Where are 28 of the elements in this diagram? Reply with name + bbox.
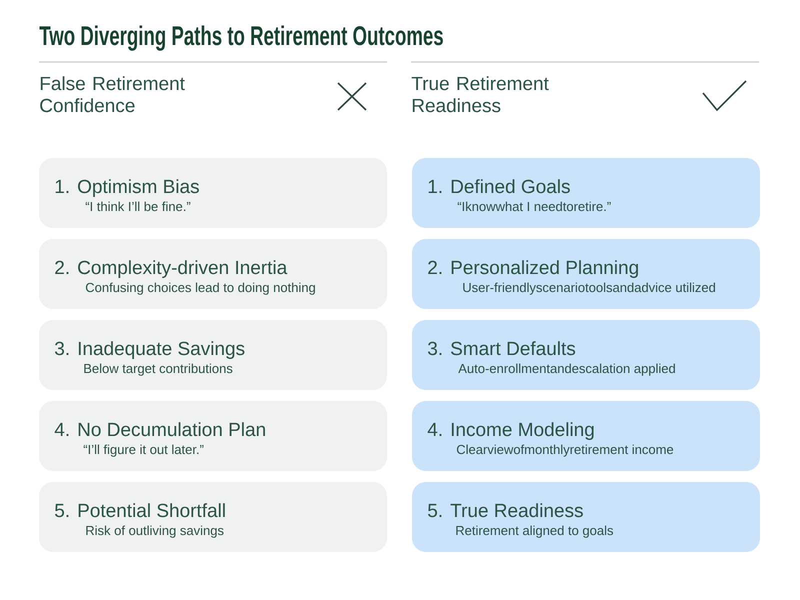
card — [412, 320, 760, 390]
card-title: 5. Potential Shortfall — [55, 503, 225, 518]
card — [412, 239, 760, 309]
card-text: User-friendlyscenariotoolsandadvice utilized — [463, 282, 715, 295]
card-title: 3. Smart Defaults — [428, 341, 576, 356]
card-title: 1. Optimism Bias — [56, 179, 199, 197]
card-title: 3. Inadequate Savings — [55, 341, 244, 359]
card-title: 4. Income Modeling — [428, 422, 594, 440]
card-text: Clearviewofmonthlyretirement income — [456, 444, 674, 457]
card-title: 4. No Decumulation Plan — [54, 422, 265, 436]
card-text: Below target contributions — [84, 364, 232, 376]
card-title: 5. True Readiness — [428, 503, 583, 518]
column-heading: False Retirement Confidence — [40, 76, 185, 112]
card-text: “Iknowwhat I needtoretire.” — [458, 202, 611, 212]
card — [412, 482, 760, 552]
card-text: “I’ll figure it out later.” — [84, 444, 204, 457]
card-text: Retirement aligned to goals — [456, 526, 614, 538]
card — [412, 401, 760, 471]
card-title: 2. Complexity-driven Inertia — [55, 260, 288, 278]
card-title: 1. Defined Goals — [428, 179, 570, 194]
card — [412, 158, 760, 228]
title: Two Diverging Paths to Retirement Outcomes — [39, 25, 443, 51]
card-text: Auto-enrollmentandescalation applied — [458, 364, 675, 376]
card-text: “I think I’ll be fine.” — [86, 202, 190, 212]
column-heading: True Retirement Readiness — [412, 76, 549, 112]
card-text: Confusing choices lead to doing nothing — [86, 282, 315, 295]
card-title: 2. Personalized Planning — [428, 260, 638, 278]
card-text: Risk of outliving savings — [86, 526, 224, 538]
